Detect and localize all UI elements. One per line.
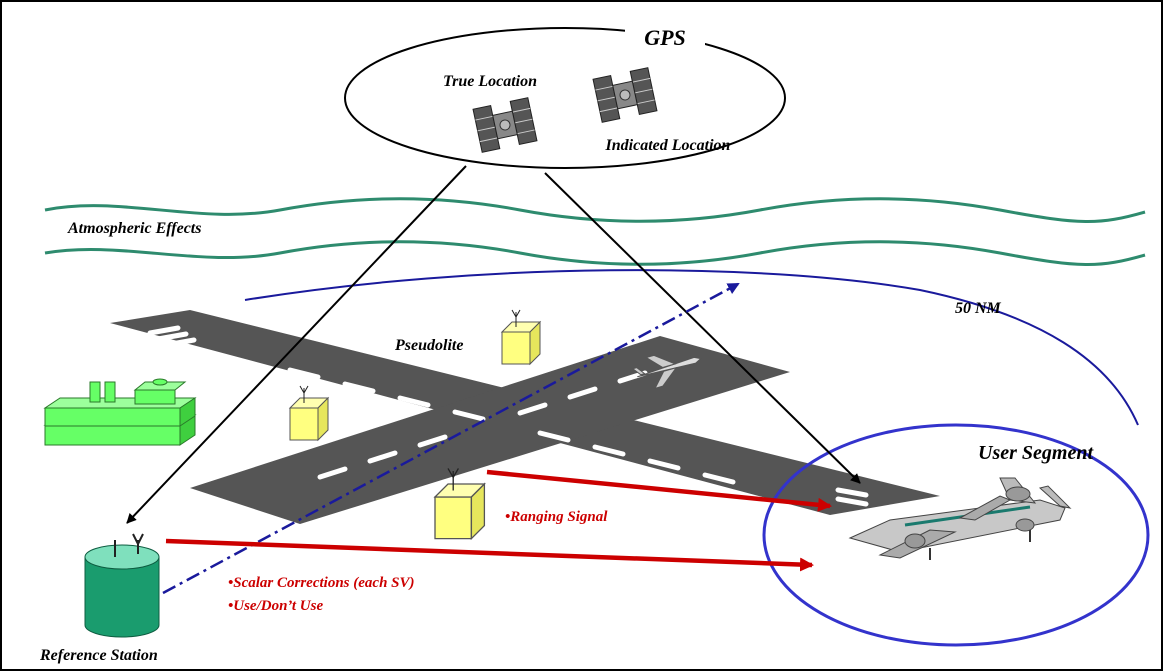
pseudolite-label: Pseudolite xyxy=(394,337,463,354)
reference-station-label: Reference Station xyxy=(39,647,158,664)
gps-constellation-ellipse xyxy=(344,27,786,169)
airliner-icon xyxy=(848,477,1072,560)
atmosphere-wave-lower xyxy=(44,240,1146,266)
coverage-range-label: 50 NM xyxy=(955,300,1002,317)
user-segment-label: User Segment xyxy=(978,442,1094,464)
use-dont-use-label: •Use/Don’t Use xyxy=(228,598,323,614)
user-segment-ellipse xyxy=(762,423,1150,647)
coverage-arc xyxy=(244,269,1139,426)
scalar-corrections-label: •Scalar Corrections (each SV) xyxy=(228,575,415,591)
atmospheric-effects-label: Atmospheric Effects xyxy=(67,220,201,237)
airport-terminal-icon xyxy=(43,378,197,446)
ranging-signal-arrow xyxy=(486,469,832,512)
corrections-arrow xyxy=(165,538,814,572)
satellite-to-reference-arrow xyxy=(126,165,467,524)
satellite-to-user-arrow xyxy=(544,172,861,484)
fighter-jet-icon xyxy=(631,354,702,390)
atmosphere-wave-upper xyxy=(44,197,1146,223)
reference-station-icon xyxy=(84,533,160,638)
gps-label: GPS xyxy=(644,25,686,50)
true-location-label: True Location xyxy=(443,73,537,90)
gps-label-bg xyxy=(625,20,705,50)
ranging-signal-label: •Ranging Signal xyxy=(505,509,608,525)
indicated-location-label: Indicated Location xyxy=(605,137,731,154)
datalink-dashdot-arrow xyxy=(162,282,740,595)
runway-cross xyxy=(190,336,790,524)
